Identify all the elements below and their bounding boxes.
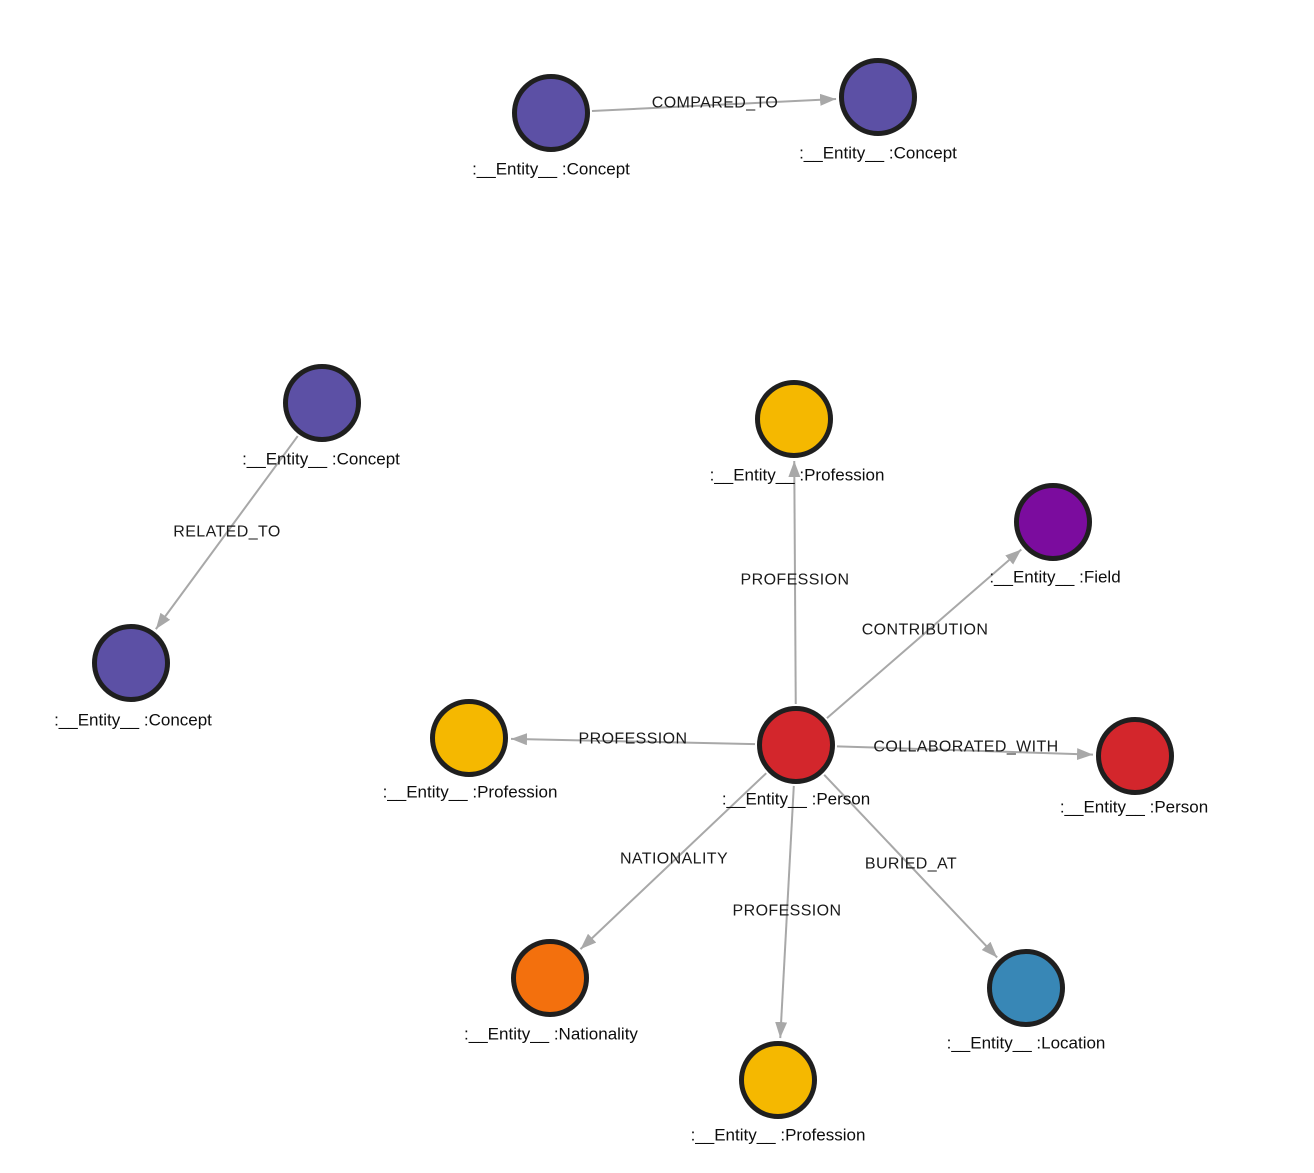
node-field[interactable]	[1014, 483, 1092, 561]
node-layer: :__Entity__ :Concept :__Entity__ :Concept…	[54, 58, 1208, 1145]
edge-profession-down[interactable]	[775, 785, 795, 1039]
node-caption-person-right: :__Entity__ :Person	[1060, 798, 1208, 817]
node-caption-profession-top: :__Entity__ :Profession	[710, 466, 885, 485]
node-person-right[interactable]	[1096, 717, 1174, 795]
edge-related-to[interactable]	[155, 435, 299, 630]
node-caption-person-center: :__Entity__ :Person	[722, 790, 870, 809]
node-caption-field: :__Entity__ :Field	[989, 568, 1120, 587]
node-caption-location: :__Entity__ :Location	[947, 1034, 1106, 1053]
edge-label-compared-to[interactable]: COMPARED_TO	[652, 95, 779, 112]
edge-contribution[interactable]	[826, 548, 1022, 719]
node-caption-concept-top-right: :__Entity__ :Concept	[799, 144, 957, 163]
edge-nationality[interactable]	[579, 772, 767, 950]
node-profession-left[interactable]	[430, 699, 508, 777]
edge-label-collaborated-with[interactable]: COLLABORATED_WITH	[873, 739, 1058, 756]
node-nationality[interactable]	[511, 939, 589, 1017]
node-concept-mid[interactable]	[283, 364, 361, 442]
edge-profession-up[interactable]	[788, 460, 801, 705]
node-caption-nationality: :__Entity__ :Nationality	[464, 1025, 638, 1044]
node-profession-bottom[interactable]	[739, 1041, 817, 1119]
edge-label-nationality[interactable]: NATIONALITY	[620, 851, 728, 868]
edge-layer: COMPARED_TO RELATED_TO PROFESSION CONTRIBUT…	[155, 93, 1094, 1039]
edge-collaborated-with[interactable]	[836, 745, 1094, 761]
edge-compared-to[interactable]	[591, 93, 837, 112]
edge-label-profession-west[interactable]: PROFESSION	[579, 731, 688, 748]
node-location[interactable]	[987, 949, 1065, 1027]
node-caption-concept-top-left: :__Entity__ :Concept	[472, 160, 630, 179]
edge-profession-west[interactable]	[510, 733, 756, 746]
node-profession-top[interactable]	[755, 380, 833, 458]
node-concept-low[interactable]	[92, 624, 170, 702]
node-person-center[interactable]	[757, 706, 835, 784]
node-caption-profession-bottom: :__Entity__ :Profession	[691, 1126, 866, 1145]
edge-label-profession-up[interactable]: PROFESSION	[741, 572, 850, 589]
edge-buried-at[interactable]	[823, 774, 998, 959]
node-caption-concept-mid: :__Entity__ :Concept	[242, 450, 400, 469]
node-caption-concept-low: :__Entity__ :Concept	[54, 711, 212, 730]
node-concept-top-right[interactable]	[839, 58, 917, 136]
node-caption-profession-left: :__Entity__ :Profession	[383, 783, 558, 802]
edge-label-profession-down[interactable]: PROFESSION	[733, 903, 842, 920]
edge-label-related-to[interactable]: RELATED_TO	[173, 524, 280, 541]
edge-label-contribution[interactable]: CONTRIBUTION	[862, 622, 989, 639]
edge-label-buried-at[interactable]: BURIED_AT	[865, 856, 957, 873]
node-concept-top-left[interactable]	[512, 74, 590, 152]
